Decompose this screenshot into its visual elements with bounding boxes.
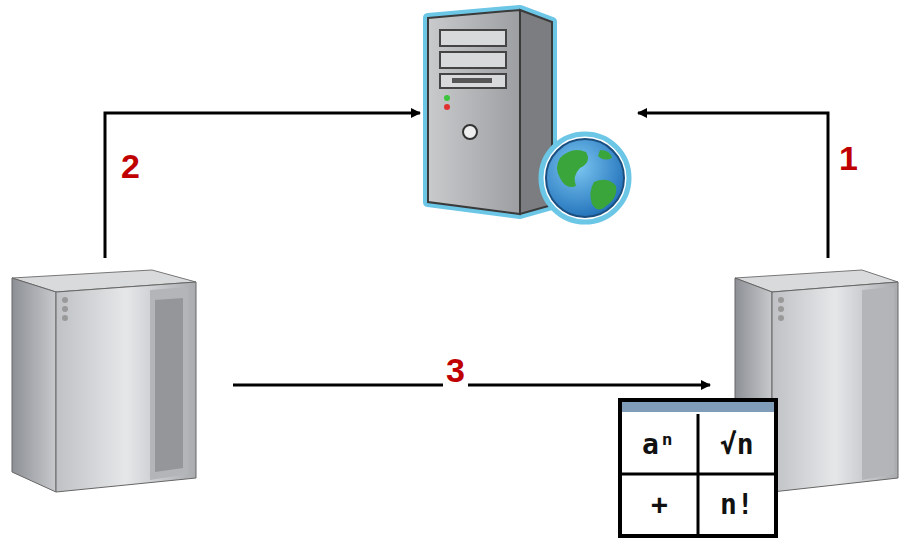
request-arrow xyxy=(638,113,828,258)
calculator-key: n! xyxy=(720,491,754,519)
call-arrow xyxy=(233,384,710,387)
request-arrow xyxy=(105,113,420,258)
web-server-icon xyxy=(428,10,629,222)
callout-number: 2 xyxy=(118,149,143,183)
calculator-key: aⁿ xyxy=(642,431,676,459)
left-server-icon xyxy=(12,270,196,492)
calculator-icon xyxy=(620,400,776,536)
calculator-key: + xyxy=(651,491,668,519)
callout-number: 3 xyxy=(443,353,468,387)
calculator-key: √n xyxy=(720,431,754,459)
callout-number: 1 xyxy=(836,141,861,175)
